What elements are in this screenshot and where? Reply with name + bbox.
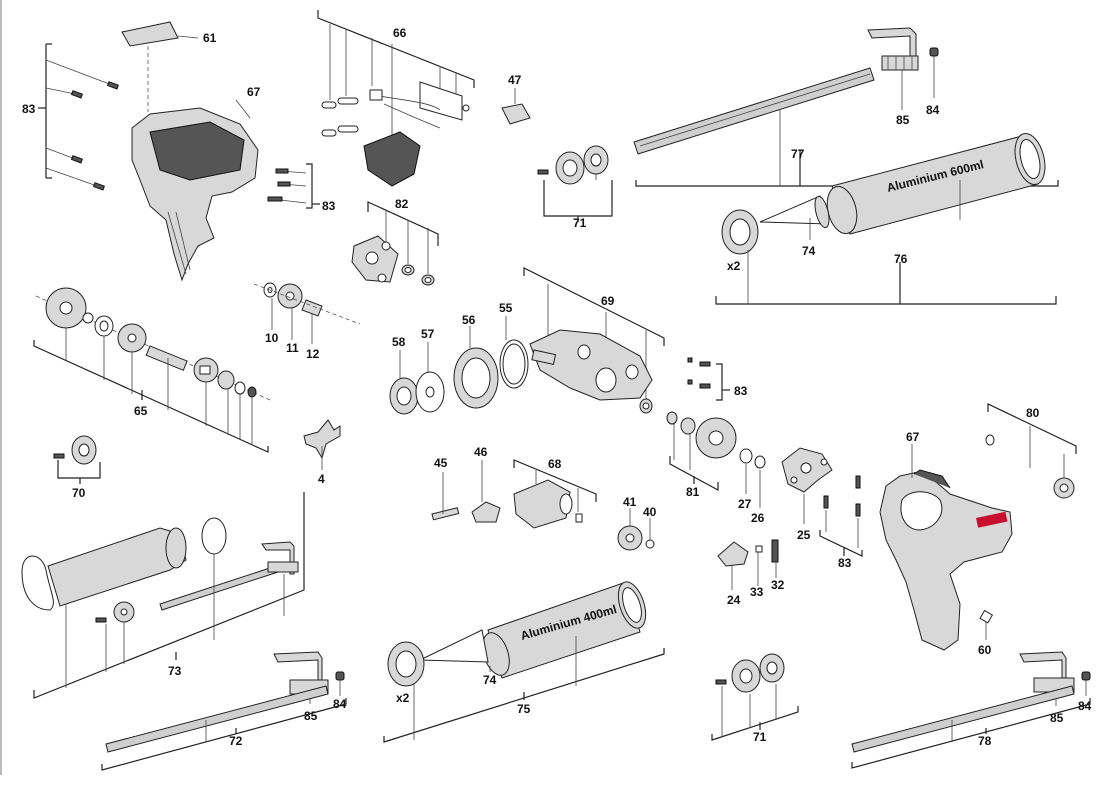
callout-x2-lower: x2: [396, 691, 410, 705]
callout-10: 10: [265, 331, 279, 345]
part-47: [501, 88, 531, 125]
callout-25: 25: [797, 528, 811, 542]
callout-83-right: 83: [734, 384, 748, 398]
callout-26: 26: [751, 511, 765, 525]
callout-33: 33: [750, 585, 764, 599]
part-73-cradle: [21, 492, 305, 699]
callout-47: 47: [508, 73, 522, 87]
callout-57: 57: [421, 327, 435, 341]
callout-12: 12: [306, 347, 320, 361]
part-71-lower: [711, 653, 799, 741]
part-83-screws-mid: [267, 163, 320, 209]
part-80-67-tool: [879, 403, 1077, 651]
part-78-rack: [851, 685, 1091, 769]
part-70: [53, 435, 101, 484]
callout-74-lower: 74: [483, 673, 497, 687]
callout-60: 60: [978, 643, 992, 657]
callout-82: 82: [395, 197, 409, 211]
callout-71-top: 71: [573, 216, 587, 230]
callout-27: 27: [738, 497, 752, 511]
callout-84-top: 84: [926, 103, 940, 117]
part-83-screws-right: [687, 357, 730, 401]
callout-67-right: 67: [906, 430, 920, 444]
part-67-housing-left: [131, 99, 259, 282]
callout-85-lower-left: 85: [304, 709, 318, 723]
callout-74-top: 74: [802, 244, 816, 258]
part-66-switch: [317, 10, 475, 187]
callout-40: 40: [643, 505, 657, 519]
part-75-tube-400ml: Aluminium 400ml: [383, 581, 665, 743]
part-24-33-32: [717, 539, 779, 590]
callout-68: 68: [548, 457, 562, 471]
part-69-gearbox: [523, 267, 665, 414]
part-85-84-top: [867, 27, 939, 110]
callout-66: 66: [393, 26, 407, 40]
part-61-cap: [121, 21, 199, 112]
part-45-46-68: [431, 459, 597, 529]
part-41-40: [617, 508, 655, 551]
callout-24: 24: [727, 593, 741, 607]
part-27-26-25: [739, 447, 833, 524]
callout-77: 77: [791, 147, 805, 161]
callout-85-lower-right: 85: [1050, 711, 1064, 725]
part-4: [303, 419, 341, 470]
part-71-top: [537, 145, 613, 222]
callout-83-left: 83: [22, 102, 36, 116]
part-60: [979, 609, 994, 640]
part-10-11-12: [253, 282, 361, 344]
part-76-tube-600ml: Aluminium 600ml: [715, 133, 1057, 305]
part-65-gears: [33, 287, 271, 453]
callout-75: 75: [517, 702, 531, 716]
callout-69: 69: [601, 294, 615, 308]
callout-84-lower-left: 84: [333, 697, 347, 711]
part-81-gear: [666, 411, 737, 492]
callout-85-top: 85: [896, 113, 910, 127]
callout-78: 78: [978, 734, 992, 748]
callout-83-mid: 83: [322, 199, 336, 213]
callout-83-lower: 83: [838, 556, 852, 570]
callout-65: 65: [134, 404, 148, 418]
callout-56: 56: [462, 313, 476, 327]
part-58-57-56-55: [389, 316, 529, 415]
callout-81: 81: [686, 485, 700, 499]
callout-x2-top: x2: [727, 259, 741, 273]
callout-55: 55: [499, 301, 513, 315]
callout-4: 4: [318, 472, 325, 486]
part-83-screws-left: [38, 43, 119, 191]
callout-46: 46: [474, 445, 488, 459]
callout-73: 73: [168, 664, 182, 678]
callout-45: 45: [434, 456, 448, 470]
callout-67-left: 67: [247, 85, 261, 99]
callout-70: 70: [72, 486, 86, 500]
callout-72: 72: [229, 734, 243, 748]
callout-58: 58: [392, 335, 406, 349]
callout-11: 11: [286, 341, 299, 355]
callout-80: 80: [1026, 406, 1040, 420]
part-82-plate: [351, 201, 439, 286]
callout-41: 41: [623, 495, 637, 509]
callout-71-lower: 71: [753, 730, 767, 744]
callout-76: 76: [894, 252, 908, 266]
part-72-rack: [101, 685, 347, 771]
callout-61: 61: [203, 31, 217, 45]
part-83-screws-lower: [819, 475, 863, 557]
callout-32: 32: [771, 578, 785, 592]
